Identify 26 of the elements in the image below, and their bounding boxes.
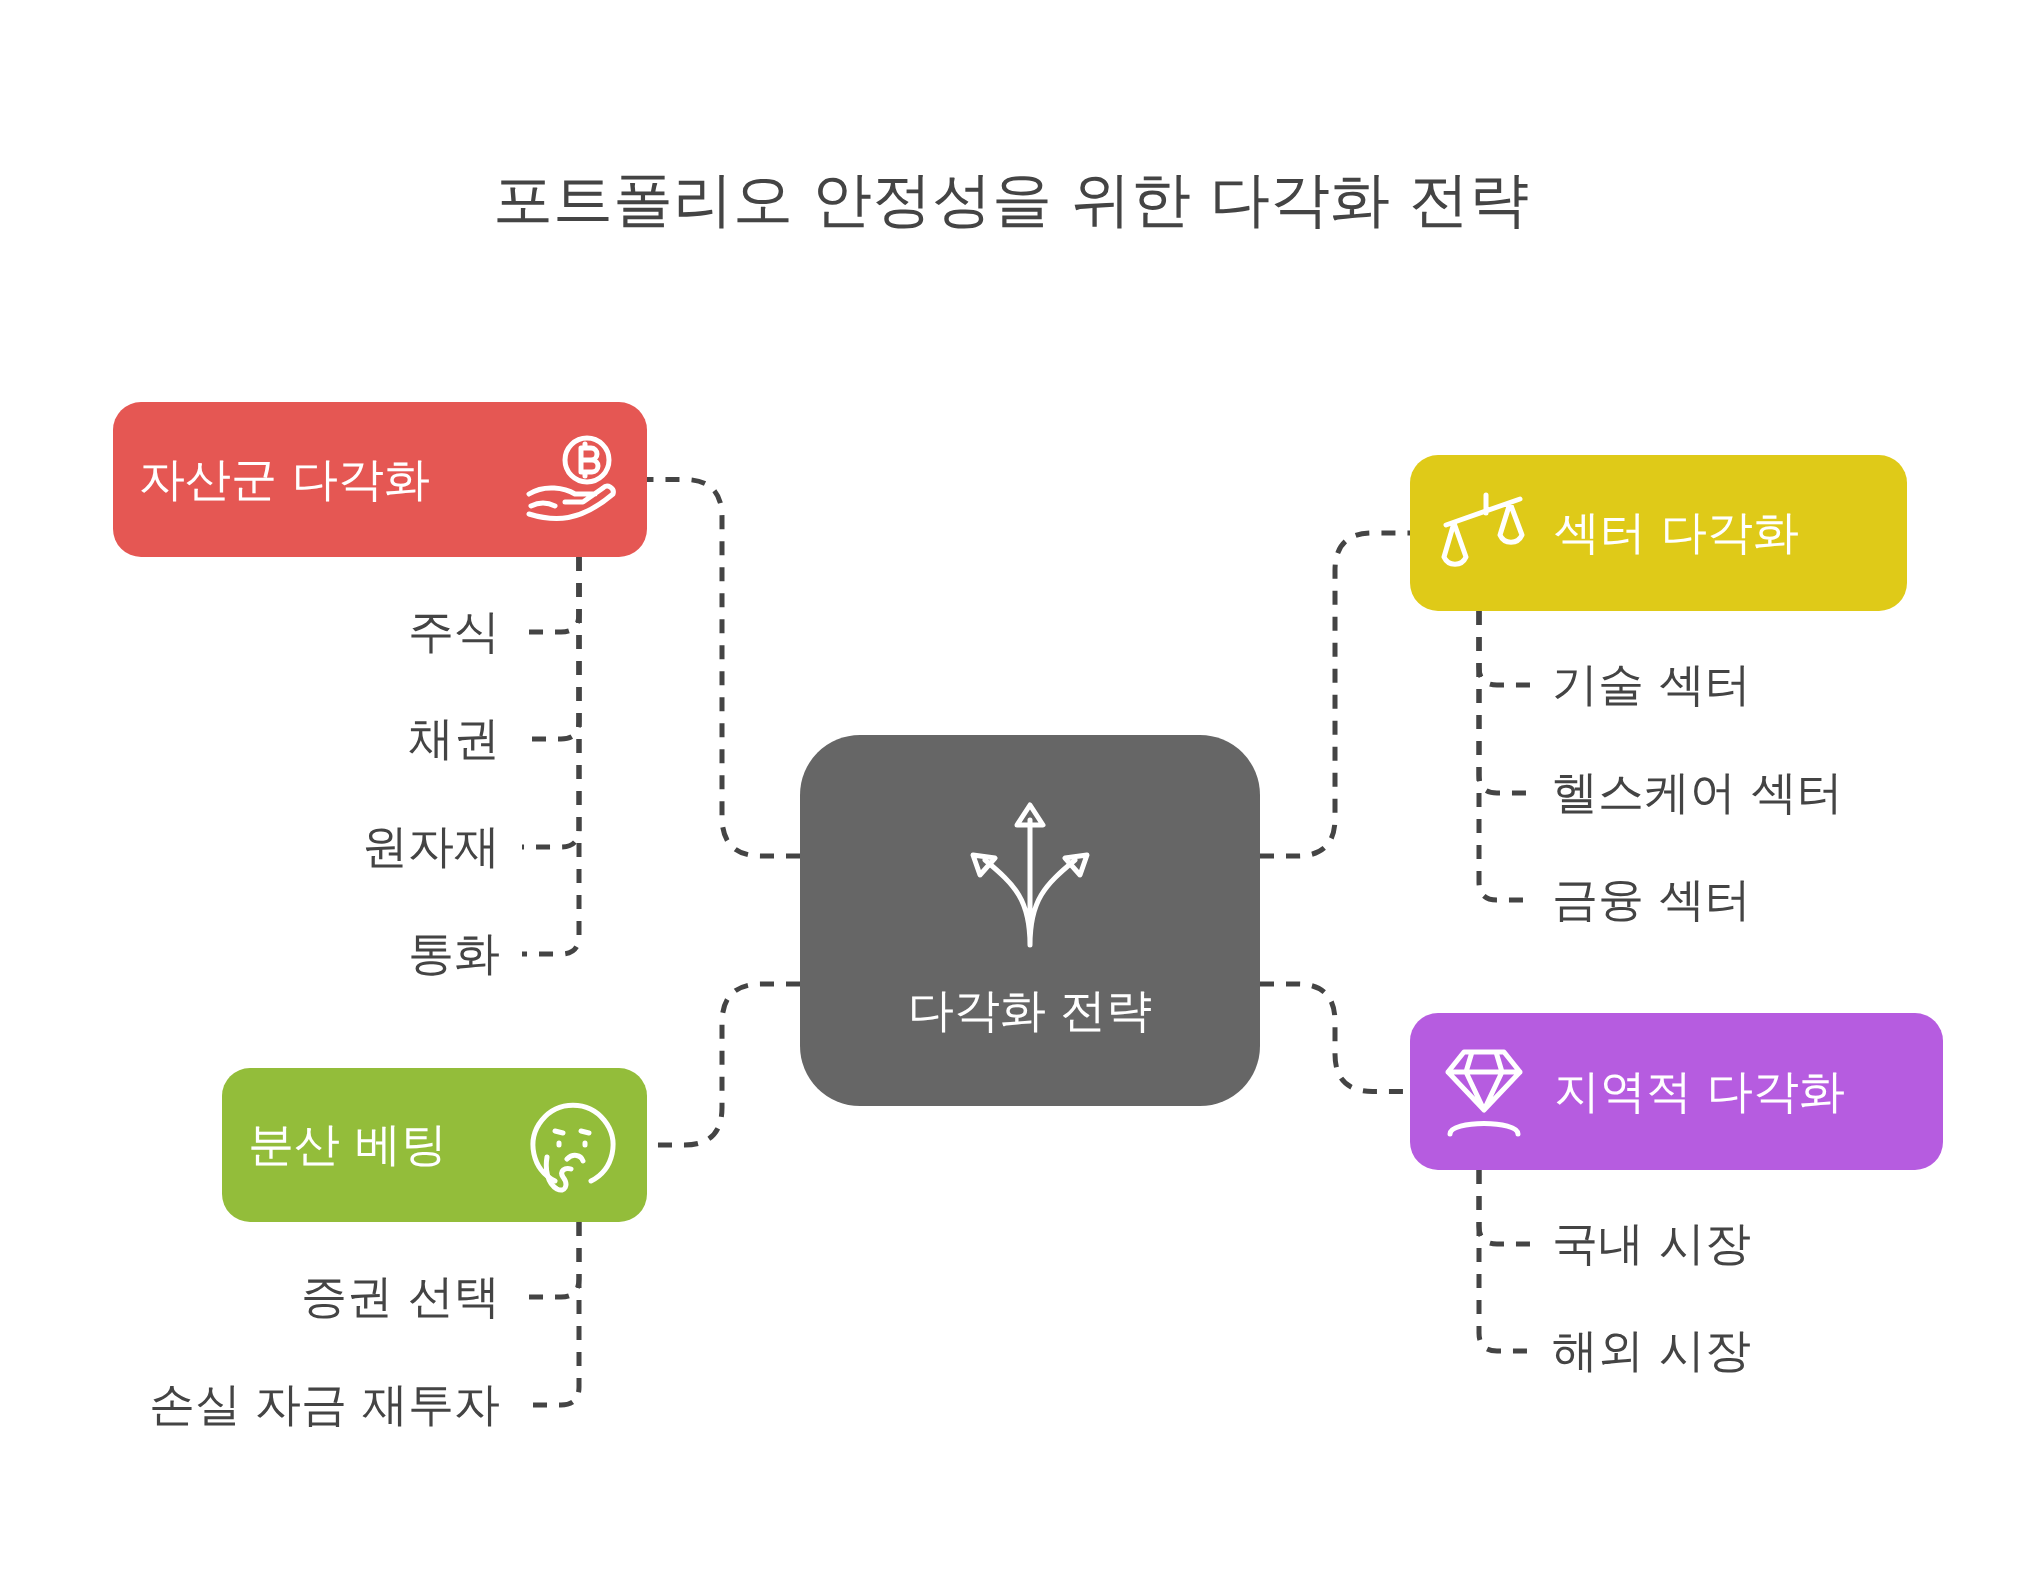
subtopic-label: 증권 선택 xyxy=(42,1262,522,1332)
dashed-connector xyxy=(1260,530,1410,859)
topic-label: 섹터 다각화 xyxy=(1554,504,1799,561)
subtopic-label: 해외 시장 xyxy=(1530,1316,1950,1386)
topic-label: 자산군 다각화 xyxy=(139,450,430,508)
category-box xyxy=(113,402,647,557)
central-topic-box xyxy=(800,735,1260,1106)
subtopic-label: 금융 섹터 xyxy=(1530,865,1950,935)
topic-label: 지역적 다각화 xyxy=(1554,1062,1845,1120)
subtopic-label: 통화 xyxy=(42,919,522,989)
subtopic-label: 헬스케어 섹터 xyxy=(1530,758,1950,828)
category-box xyxy=(1410,1013,1943,1170)
dashed-connector xyxy=(1476,1170,1530,1354)
subtopic-label: 국내 시장 xyxy=(1530,1209,1950,1279)
dashed-connector xyxy=(647,477,800,859)
subtopic-label: 손실 자금 재투자 xyxy=(42,1370,522,1440)
diagram-title: 포트폴리오 안정성을 위한 다각화 전략 xyxy=(491,163,1531,236)
topic-label: 분산 베팅 xyxy=(248,1116,447,1173)
subtopic-label: 원자재 xyxy=(42,812,522,882)
dashed-connector xyxy=(522,557,582,957)
subtopic-label: 채권 xyxy=(42,704,522,774)
category-box xyxy=(1410,455,1907,611)
topic-label: 다각화 전략 xyxy=(907,981,1153,1039)
subtopic-label: 주식 xyxy=(42,597,522,667)
subtopic-label: 기술 섹터 xyxy=(1530,650,1950,720)
category-box xyxy=(222,1068,647,1222)
